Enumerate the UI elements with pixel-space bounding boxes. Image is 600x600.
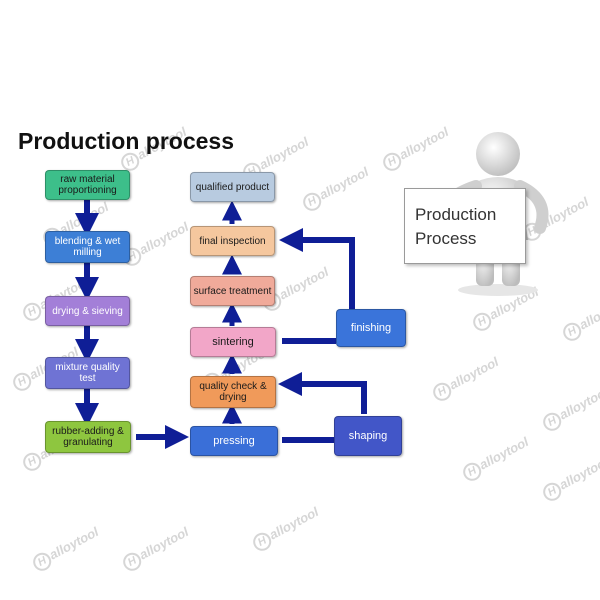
step-quality-check: quality check & drying	[190, 376, 276, 408]
step-qualified-product: qualified product	[190, 172, 275, 202]
step-shaping: shaping	[334, 416, 402, 456]
arrow-shaping-to-quality	[278, 372, 367, 414]
step-raw-material: raw material proportioning	[45, 170, 130, 200]
step-mixture-test: mixture quality test	[45, 357, 130, 389]
step-finishing: finishing	[336, 309, 406, 347]
step-surface-treatment: surface treatment	[190, 276, 275, 306]
step-rubber-adding: rubber-adding & granulating	[45, 421, 131, 453]
step-final-inspection: final inspection	[190, 226, 275, 256]
step-drying-sieving: drying & sieving	[45, 296, 130, 326]
step-blending: blending & wet milling	[45, 231, 130, 263]
page-title: Production process	[18, 128, 234, 154]
board-text: Production Process	[415, 205, 497, 248]
arrow-finishing-to-final	[279, 228, 355, 310]
step-sintering: sintering	[190, 327, 276, 357]
step-pressing: pressing	[190, 426, 278, 456]
production-process-board: Production Process	[404, 188, 526, 264]
